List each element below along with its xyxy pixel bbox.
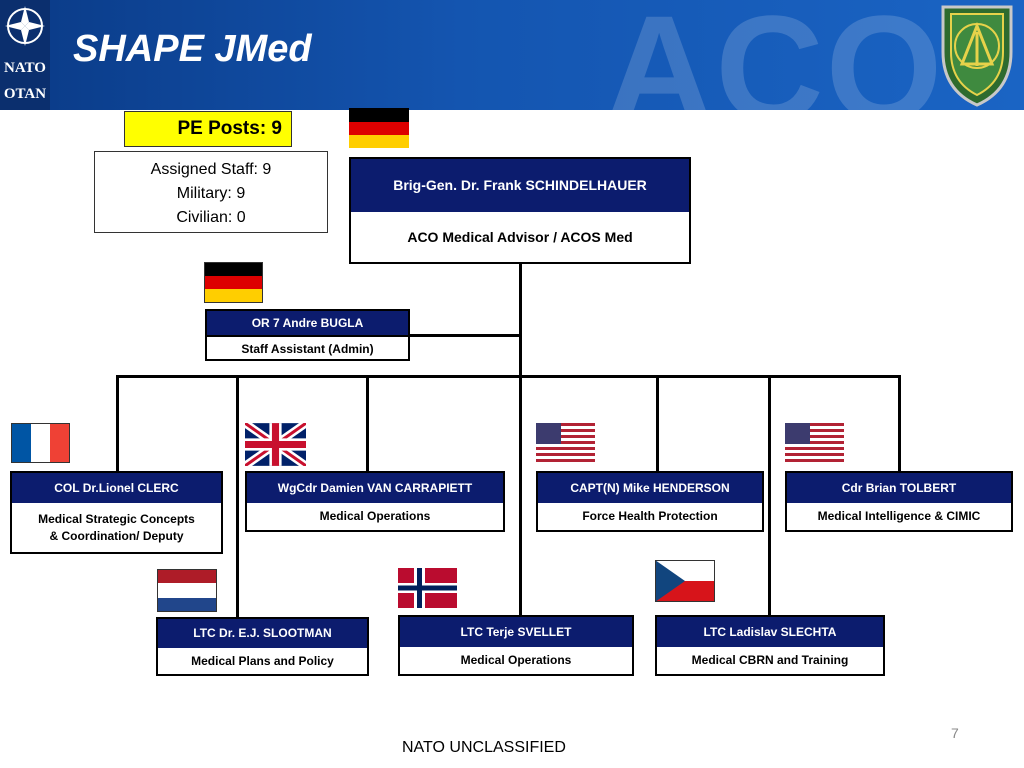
org-card-head: Brig-Gen. Dr. Frank SCHINDELHAUER ACO Me… [349, 157, 691, 264]
connector-line [768, 375, 771, 616]
staff-summary-box: Assigned Staff: 9 Military: 9 Civilian: … [94, 151, 328, 233]
org-card-slootman: LTC Dr. E.J. SLOOTMAN Medical Plans and … [156, 617, 369, 676]
united-states-flag-icon [785, 423, 844, 462]
member-name: CAPT(N) Mike HENDERSON [538, 473, 762, 503]
member-name: LTC Terje SVELLET [400, 617, 632, 647]
member-role: Staff Assistant (Admin) [207, 335, 408, 361]
connector-line [656, 375, 659, 472]
nato-logo-top-text: NATO [4, 60, 46, 76]
member-name: Cdr Brian TOLBERT [787, 473, 1011, 503]
member-role: Medical Operations [319, 509, 431, 523]
pe-posts-badge: PE Posts: 9 [124, 111, 292, 147]
member-role: Medical Intelligence & CIMIC [817, 509, 981, 523]
netherlands-flag-icon [157, 569, 217, 612]
czech-republic-flag-icon [655, 560, 715, 602]
page-number: 7 [951, 725, 959, 741]
org-card-henderson: CAPT(N) Mike HENDERSON Force Health Prot… [536, 471, 764, 532]
aco-shield-icon [941, 5, 1013, 107]
slide-title: SHAPE JMed [73, 28, 312, 70]
member-name: COL Dr.Lionel CLERC [12, 473, 221, 503]
slide-header: ACO NATO OTAN SHAPE JMed [0, 0, 1024, 110]
assigned-staff-text: Assigned Staff: 9 [150, 161, 272, 178]
classification-footer: NATO UNCLASSIFIED [402, 739, 566, 756]
germany-flag-icon [204, 262, 263, 303]
org-card-assistant: OR 7 Andre BUGLA Staff Assistant (Admin) [205, 309, 410, 361]
member-role: Medical Strategic Concepts & Coordinatio… [12, 503, 221, 545]
member-role-line: & Coordination/ Deputy [49, 529, 184, 543]
germany-flag-icon [349, 108, 409, 148]
org-card-slechta: LTC Ladislav SLECHTA Medical CBRN and Tr… [655, 615, 885, 676]
org-card-van-carrapiett: WgCdr Damien VAN CARRAPIETT Medical Oper… [245, 471, 505, 532]
member-role: Medical Operations [460, 653, 572, 667]
connector-line [236, 375, 239, 620]
nato-logo-bottom-text: OTAN [3, 86, 47, 102]
united-kingdom-flag-icon [245, 423, 306, 466]
org-card-tolbert: Cdr Brian TOLBERT Medical Intelligence &… [785, 471, 1013, 532]
military-count-text: Military: 9 [176, 185, 246, 202]
connector-line [366, 375, 369, 472]
member-name: Brig-Gen. Dr. Frank SCHINDELHAUER [351, 159, 689, 212]
norway-flag-icon [398, 568, 457, 608]
member-role: ACO Medical Advisor / ACOS Med [407, 229, 633, 245]
member-role: Force Health Protection [582, 509, 718, 523]
member-name: WgCdr Damien VAN CARRAPIETT [247, 473, 503, 503]
org-card-clerc: COL Dr.Lionel CLERC Medical Strategic Co… [10, 471, 223, 554]
connector-line [898, 375, 901, 472]
civilian-count-text: Civilian: 0 [176, 209, 246, 226]
member-role-line: Medical Strategic Concepts [38, 512, 195, 526]
nato-compass-icon [5, 6, 45, 46]
connector-line [407, 334, 521, 337]
united-states-flag-icon [536, 423, 595, 462]
aco-watermark: ACO [605, 0, 945, 110]
member-role: Medical Plans and Policy [191, 654, 334, 668]
connector-line [519, 375, 522, 616]
member-name: LTC Dr. E.J. SLOOTMAN [158, 619, 367, 648]
org-card-svellet: LTC Terje SVELLET Medical Operations [398, 615, 634, 676]
connector-line [116, 375, 119, 472]
nato-logo: NATO OTAN [0, 0, 50, 110]
member-name: LTC Ladislav SLECHTA [657, 617, 883, 647]
member-name: OR 7 Andre BUGLA [207, 311, 408, 335]
france-flag-icon [11, 423, 70, 463]
connector-line [519, 263, 522, 376]
connector-line [116, 375, 901, 378]
member-role: Medical CBRN and Training [691, 653, 849, 667]
